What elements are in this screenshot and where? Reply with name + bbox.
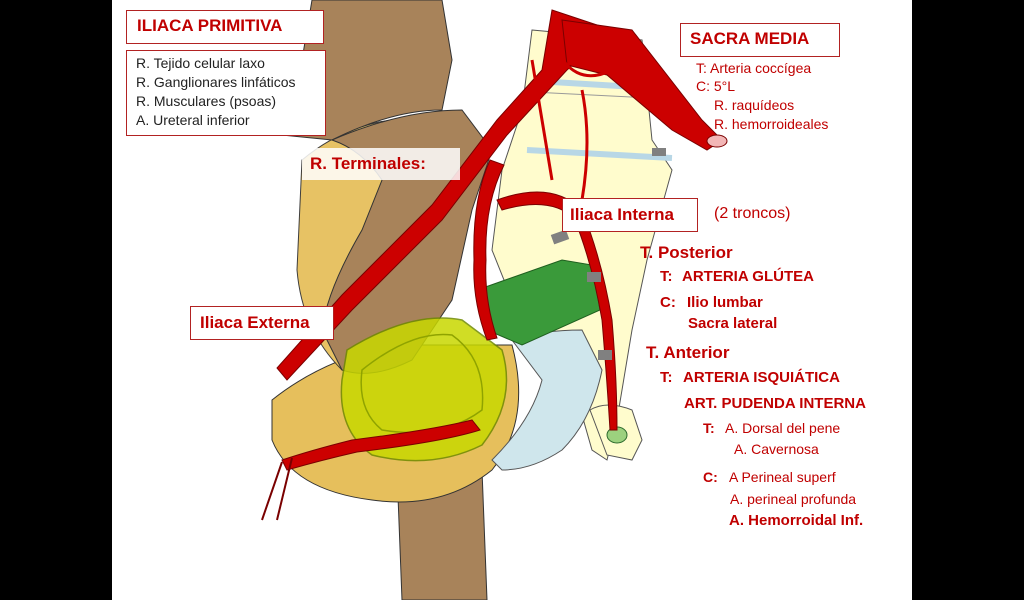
vertebra-disc-3 — [531, 91, 653, 99]
posterior-t-prefix: T: — [660, 268, 673, 285]
iliaca-interna-box: Iliaca Interna — [562, 198, 698, 232]
sacra-media-title-box: SACRA MEDIA — [680, 23, 840, 57]
femoral-branch — [281, 419, 481, 471]
primitiva-branch-3: R. Musculares (psoas) — [136, 93, 277, 109]
pudenda-c-value-1: A Perineal superf — [729, 469, 836, 485]
slide: ILIACA PRIMITIVA R. Tejido celular laxo … — [112, 0, 912, 600]
terminales-label: R. Terminales: — [310, 154, 426, 173]
internal-iliac-artery — [473, 159, 505, 341]
sacra-media-title: SACRA MEDIA — [690, 29, 810, 48]
tronco-posterior-title: T. Posterior — [640, 243, 733, 262]
femoral-twig — [261, 457, 293, 521]
posterior-c-value-1: Ilio lumbar — [687, 294, 763, 311]
iliaca-externa-label: Iliaca Externa — [200, 313, 310, 332]
stub-4 — [652, 148, 666, 156]
pudenda-c-value-3: A. Hemorroidal Inf. — [729, 512, 864, 529]
stub-2 — [587, 272, 601, 282]
anterior-t-value-1: ARTERIA ISQUIÁTICA — [683, 369, 840, 386]
terminales-box: R. Terminales: — [302, 148, 460, 180]
sacra-media-line-1: T: Arteria coccígea — [696, 60, 812, 76]
sacra-media-line-4: R. hemorroideales — [714, 116, 829, 132]
iliaca-interna-note: (2 troncos) — [714, 205, 791, 222]
primitiva-branch-4: A. Ureteral inferior — [136, 112, 250, 128]
common-iliac-artery — [276, 9, 613, 381]
sacrospinous-ligament — [491, 329, 603, 471]
sacra-media-line-3: R. raquídeos — [714, 97, 795, 113]
pudenda-c-prefix: C: — [703, 469, 718, 485]
obturator-inner — [360, 333, 484, 434]
pudenda-c-value-2: A. perineal profunda — [730, 491, 857, 507]
artery-cut-end — [706, 134, 728, 148]
pudenda-t-prefix: T: — [703, 420, 715, 436]
posterior-c-prefix: C: — [660, 294, 676, 311]
iliaca-primitiva-branches-box: R. Tejido celular laxo R. Ganglionares l… — [126, 50, 326, 136]
sacra-media-line-2: C: 5°L — [696, 78, 736, 94]
pudenda-t-value-2: A. Cavernosa — [734, 441, 819, 457]
anterior-t-value-2: ART. PUDENDA INTERNA — [684, 395, 866, 412]
iliaca-externa-box: Iliaca Externa — [190, 306, 334, 340]
aortic-bifurcation — [561, 19, 723, 151]
primitiva-branch-1: R. Tejido celular laxo — [136, 55, 265, 71]
stub-1 — [550, 229, 570, 245]
iliaca-primitiva-title-box: ILIACA PRIMITIVA — [126, 10, 324, 44]
tronco-anterior-title: T. Anterior — [646, 343, 730, 362]
sacral-branches — [530, 39, 613, 201]
iliaca-primitiva-title: ILIACA PRIMITIVA — [137, 16, 283, 35]
iliaca-interna-title: Iliaca Interna — [570, 205, 674, 224]
posterior-t-value: ARTERIA GLÚTEA — [682, 268, 814, 285]
stub-3 — [598, 350, 612, 360]
vertebra-disc-2 — [526, 147, 673, 161]
anterior-t-prefix: T: — [660, 369, 673, 386]
posterior-c-value-2: Sacra lateral — [688, 315, 778, 332]
pudenda-t-value-1: A. Dorsal del pene — [725, 420, 841, 436]
primitiva-branch-2: R. Ganglionares linfáticos — [136, 74, 296, 90]
